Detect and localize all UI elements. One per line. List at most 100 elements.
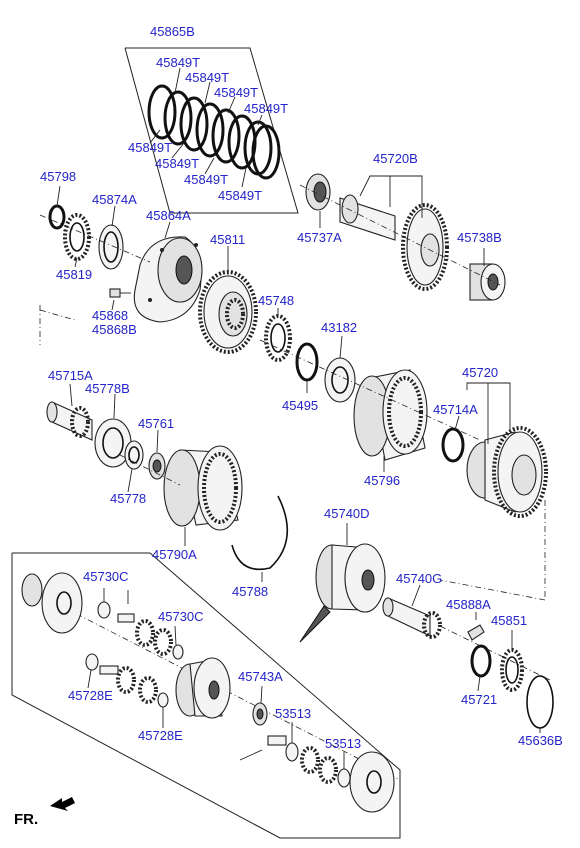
label-45865B[interactable]: 45865B (150, 24, 195, 39)
label-45849T[interactable]: 45849T (185, 70, 229, 85)
pinion-pin-right (267, 735, 287, 746)
label-45788[interactable]: 45788 (232, 584, 268, 599)
washer-45761 (148, 452, 166, 480)
carrier-center (175, 657, 231, 719)
washer-upper-b (172, 644, 184, 660)
clutch-ring-stack (147, 84, 281, 180)
label-45888A[interactable]: 45888A (446, 597, 491, 612)
pinion-pin-upper (117, 590, 135, 623)
planetary-detail-frame (11, 552, 401, 839)
label-45868B[interactable]: 45868B (92, 322, 137, 337)
carrier-plate-left (21, 572, 83, 634)
pinion-gear-upper-a (135, 619, 155, 647)
centerline-lower-right (439, 625, 551, 681)
label-45851[interactable]: 45851 (491, 613, 527, 628)
label-45798[interactable]: 45798 (40, 169, 76, 184)
centerline-upper-left (39, 214, 151, 263)
centerline-upper-right (299, 184, 501, 286)
centerline-left-mid (119, 454, 181, 486)
label-45720[interactable]: 45720 (462, 365, 498, 380)
label-45743A[interactable]: 45743A (238, 669, 283, 684)
front-direction-arrow (50, 797, 75, 811)
bearing-45738B (469, 263, 506, 301)
washer-lower-a (85, 653, 99, 671)
label-45728E[interactable]: 45728E (138, 728, 183, 743)
label-45730C[interactable]: 45730C (158, 609, 204, 624)
pinion-pin-lower (99, 665, 119, 675)
label-45636B[interactable]: 45636B (518, 733, 563, 748)
snap-ring-45788 (231, 495, 289, 570)
label-45868[interactable]: 45868 (92, 308, 128, 323)
label-45811[interactable]: 45811 (210, 232, 245, 247)
output-shaft-45740G (382, 597, 442, 639)
label-45790A[interactable]: 45790A (152, 547, 197, 562)
ring-45798 (48, 204, 66, 230)
clutch-pack-frame (124, 47, 299, 214)
ring-45874A (98, 224, 124, 270)
label-45849T[interactable]: 45849T (214, 85, 258, 100)
pin-45888A (467, 612, 485, 641)
thrust-bearing-45748 (264, 314, 292, 362)
label-53513[interactable]: 53513 (275, 706, 311, 721)
label-45849T[interactable]: 45849T (155, 156, 199, 171)
pinion-gear-lower-b (138, 676, 158, 704)
label-45740D[interactable]: 45740D (324, 506, 370, 521)
label-45721[interactable]: 45721 (461, 692, 497, 707)
label-45720B[interactable]: 45720B (373, 151, 418, 166)
bearing-45851 (500, 648, 524, 692)
washer-53513-b (337, 768, 351, 788)
label-45849T[interactable]: 45849T (244, 101, 288, 116)
label-45778[interactable]: 45778 (110, 491, 146, 506)
bolt-45868 (109, 288, 131, 298)
label-45849T[interactable]: 45849T (128, 140, 172, 155)
label-45819[interactable]: 45819 (56, 267, 92, 282)
pinion-gear-right-a (300, 746, 320, 774)
pinion-gear-right-b (318, 756, 338, 784)
carrier-pointer (299, 605, 331, 643)
label-45715A[interactable]: 45715A (48, 368, 93, 383)
label-43182[interactable]: 43182 (321, 320, 357, 335)
thrust-plate-45778B (94, 418, 132, 468)
label-45495[interactable]: 45495 (282, 398, 318, 413)
washer-53513-a (285, 742, 299, 762)
snap-ring-45721 (470, 644, 492, 678)
needle-bearing-45819 (63, 213, 91, 261)
washer-lower-b (157, 692, 169, 708)
clutch-drum-45796 (353, 369, 428, 461)
label-45748[interactable]: 45748 (258, 293, 294, 308)
pinion-gear-lower-a (116, 666, 136, 694)
label-45728E[interactable]: 45728E (68, 688, 113, 703)
centerline-right-link (439, 579, 546, 601)
label-45730C[interactable]: 45730C (83, 569, 129, 584)
differential-case-45720 (466, 426, 548, 518)
label-45874A[interactable]: 45874A (92, 192, 137, 207)
pinion-gear-upper-b (153, 628, 173, 656)
washer-upper-a (97, 601, 111, 619)
label-45740G[interactable]: 45740G (396, 571, 442, 586)
snap-ring-45714A (441, 427, 465, 463)
label-45714A[interactable]: 45714A (433, 402, 478, 417)
o-ring-45636B (526, 675, 554, 729)
carrier-plate-45864A (133, 236, 203, 323)
label-45849T[interactable]: 45849T (156, 55, 200, 70)
centerline-middle (259, 339, 481, 441)
label-45737A[interactable]: 45737A (297, 230, 342, 245)
label-45738B[interactable]: 45738B (457, 230, 502, 245)
front-direction-label: FR. (14, 811, 38, 828)
label-45864A[interactable]: 45864A (146, 208, 191, 223)
washer-45778 (124, 440, 144, 470)
label-45761[interactable]: 45761 (138, 416, 174, 431)
centerline-left-link (39, 309, 76, 321)
oil-seal-45737A (305, 173, 331, 211)
helical-gear-45811 (198, 270, 258, 354)
snap-ring-45495 (295, 342, 319, 382)
label-45849T[interactable]: 45849T (184, 172, 228, 187)
label-45849T[interactable]: 45849T (218, 188, 262, 203)
label-45778B[interactable]: 45778B (85, 381, 130, 396)
label-53513[interactable]: 53513 (325, 736, 361, 751)
label-45796[interactable]: 45796 (364, 473, 400, 488)
centerline-lower-frame (29, 589, 401, 781)
ring-gear-45790A (163, 445, 243, 531)
